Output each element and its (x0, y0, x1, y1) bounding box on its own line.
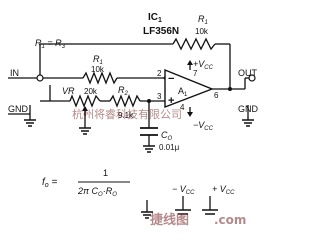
pin-4-label: 4 (180, 103, 185, 112)
pin-6-label: 6 (214, 91, 219, 100)
ground-symbol (141, 211, 153, 219)
watermark-logo: 捷线图 (150, 212, 189, 228)
r1-input-resistor (82, 71, 118, 85)
ground-symbol (24, 119, 36, 127)
opamp-label: A1 (178, 86, 188, 98)
battery-symbol (175, 209, 218, 215)
vee-arrow-down (187, 112, 193, 117)
ic-designator: IC1 (148, 12, 162, 24)
pin-2-label: 2 (157, 69, 162, 78)
in-label: IN (10, 68, 19, 78)
vr-potentiometer (69, 94, 101, 108)
watermark-domain: .com (214, 213, 246, 227)
pin-7-label: 7 (193, 69, 198, 78)
r1-equals-r3-note: R1 = R3 (35, 38, 66, 50)
junction-dot (147, 99, 151, 103)
co-value: 0.01μ (159, 143, 180, 152)
r1-top-resistor (172, 37, 216, 51)
bottom-vcc-minus: − VCC (172, 184, 195, 196)
r1-top-name: R1 (198, 14, 208, 26)
co-name: CO (161, 130, 173, 142)
in-terminal (36, 74, 44, 82)
out-label: OUT (238, 68, 258, 78)
ic-part-number: LF356N (143, 26, 179, 37)
r1-input-value: 10k (91, 65, 105, 74)
vr-wiper-arrowhead (82, 106, 88, 111)
r2-resistor (109, 94, 141, 108)
r2-value: 9.1k (118, 111, 134, 120)
r1-top-value: 10k (195, 27, 209, 36)
opamp-triangle (164, 68, 214, 109)
formula-denominator: 2π CO·RO (77, 186, 117, 198)
r2-name: R2 (118, 85, 129, 97)
ground-symbol (143, 145, 155, 153)
opamp-minus-sign: − (168, 73, 174, 85)
ground-symbol (242, 119, 254, 127)
junction-dot (228, 87, 232, 91)
r1-input-name: R1 (93, 54, 103, 66)
pin-3-label: 3 (157, 92, 162, 101)
opamp-vee-minus: −VCC (193, 120, 214, 132)
formula-lhs: fo = (42, 177, 57, 189)
wires (29, 43, 252, 212)
opamp-plus-sign: + (168, 95, 174, 107)
vr-value: 20k (84, 87, 98, 96)
bottom-vcc-plus: + VCC (212, 184, 235, 196)
vcc-arrow-up (187, 60, 193, 65)
gnd-left-label: GND (8, 104, 29, 114)
out-terminal (248, 74, 256, 82)
ground-symbol (79, 127, 91, 135)
circuit-diagram: − + A1 2 3 6 7 4 +VCC −VCC IN GND OUT GN… (8, 12, 259, 228)
vr-name: VR (62, 86, 75, 96)
gnd-right-label: GND (238, 104, 259, 114)
watermark-company: 杭州将睿科技有限公司 (72, 107, 182, 121)
formula-numerator: 1 (103, 168, 108, 178)
